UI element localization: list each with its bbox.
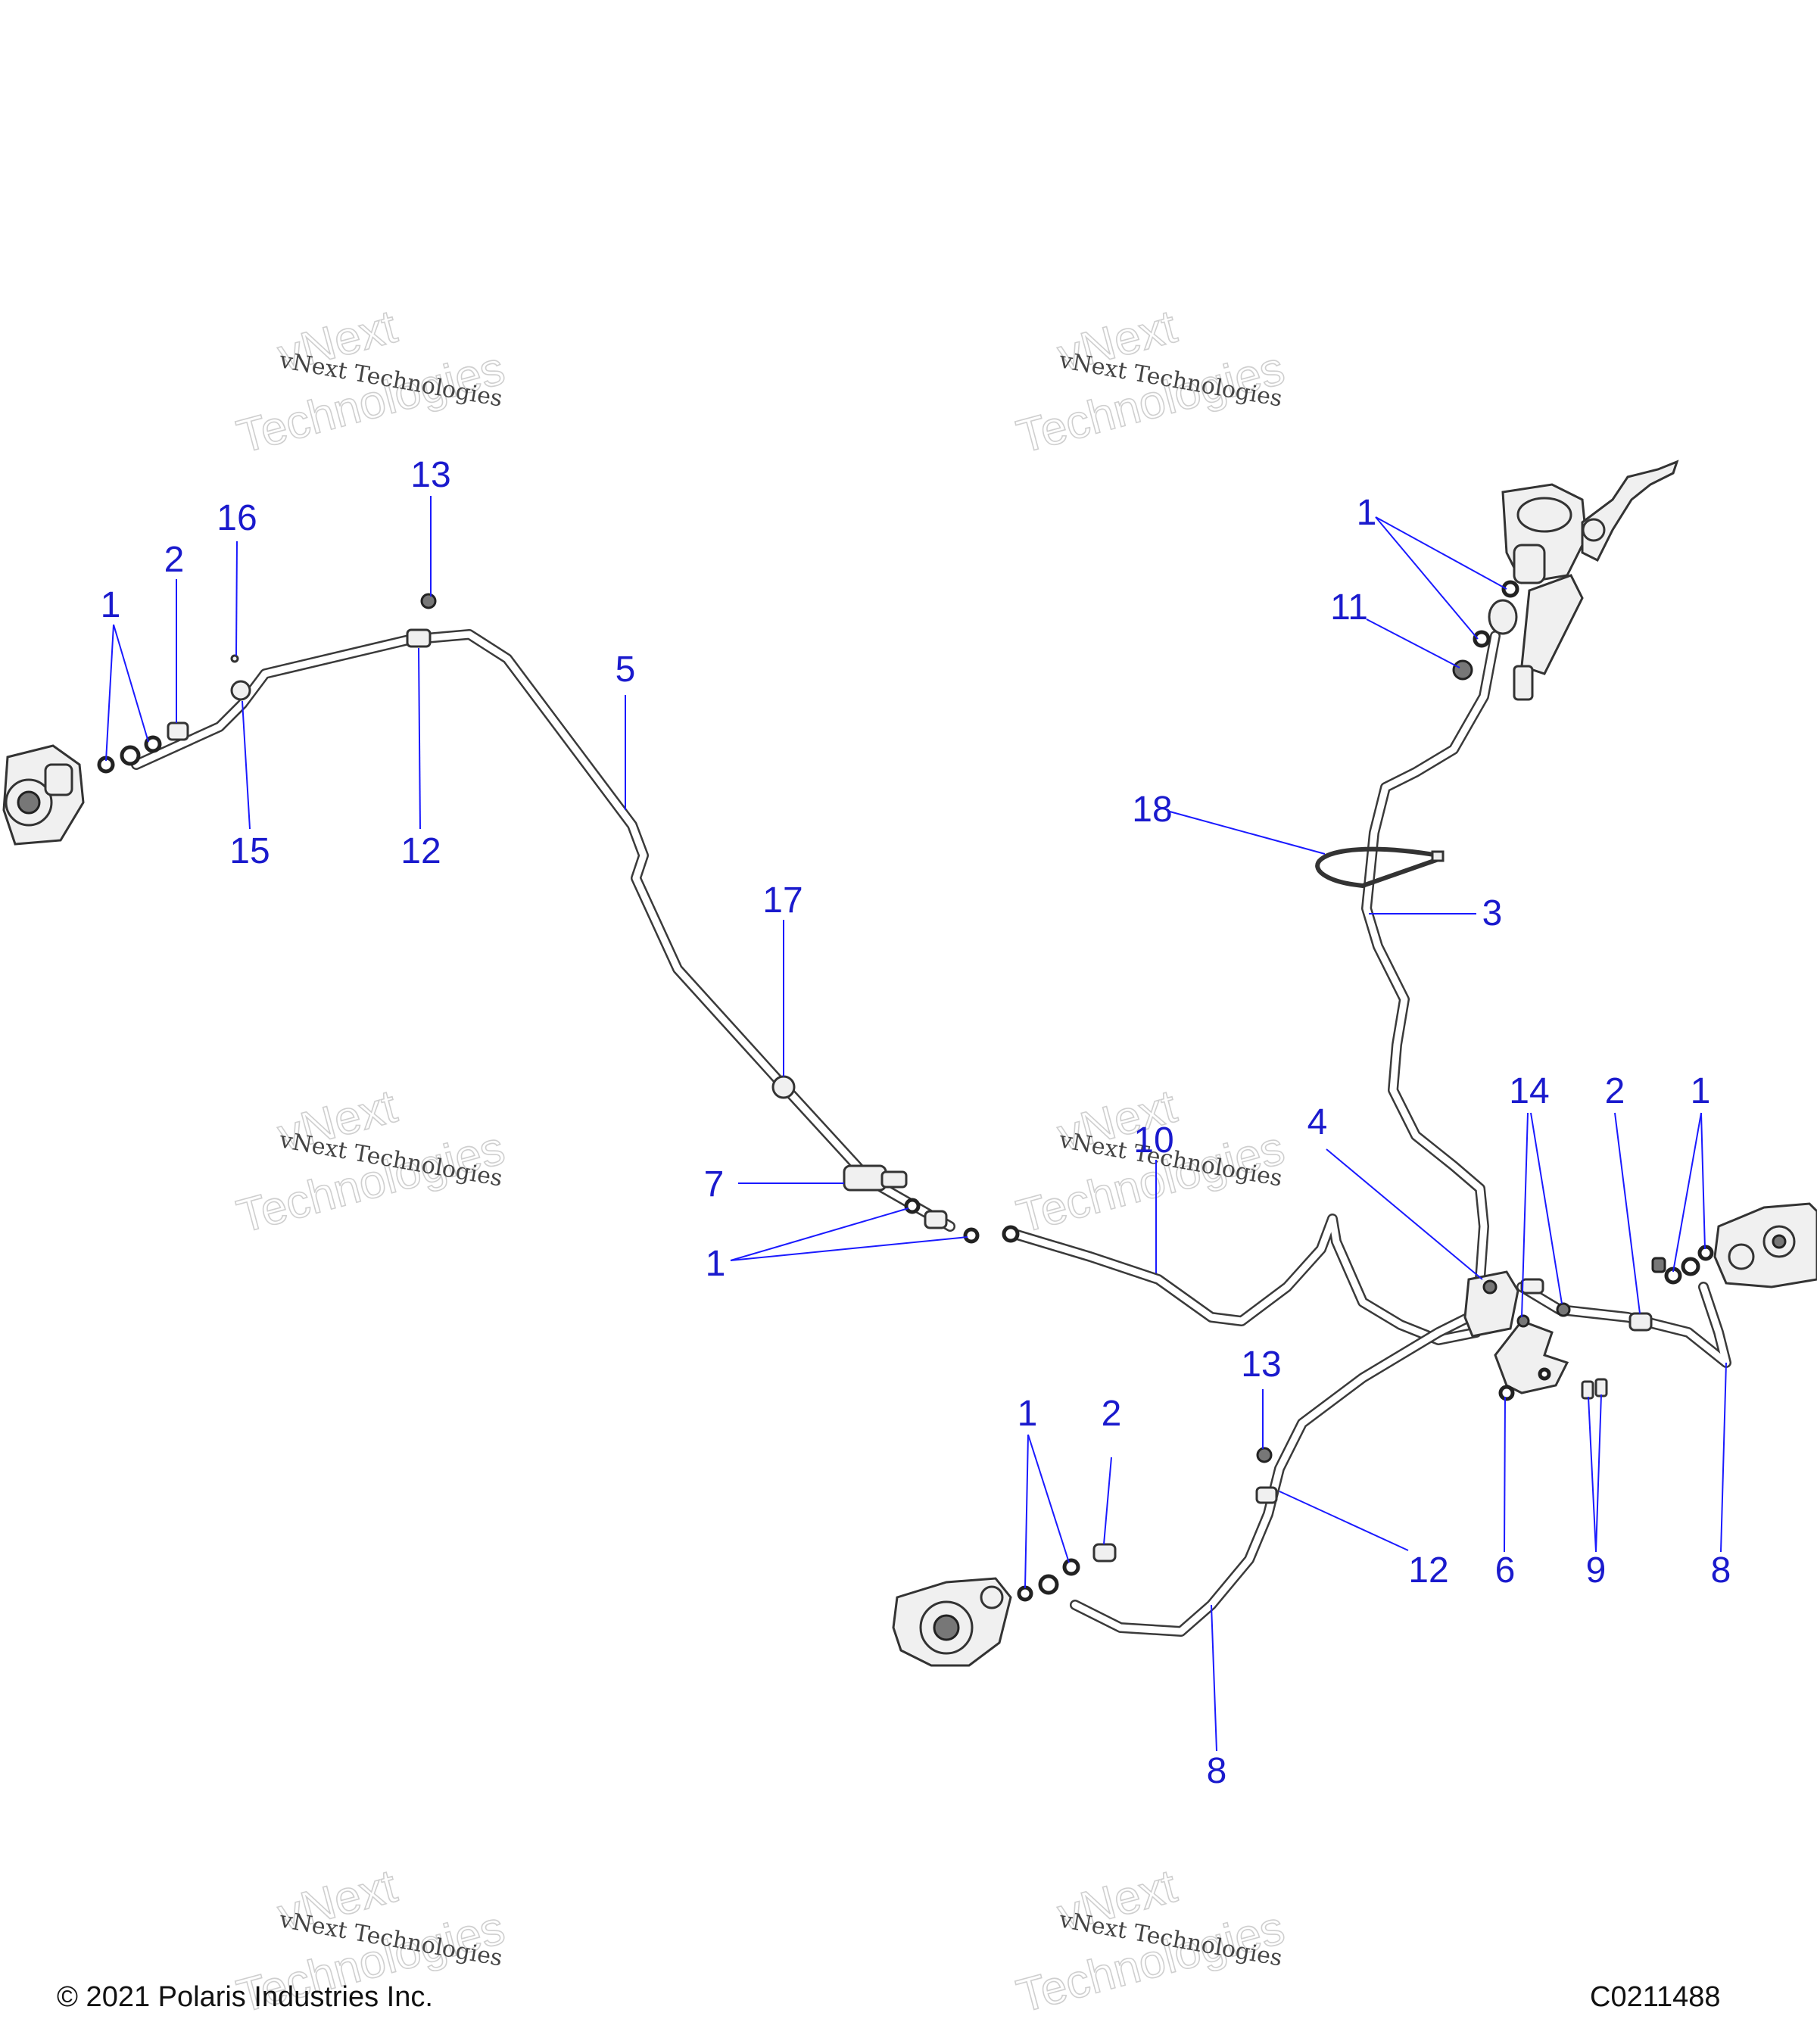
banjo-bolt-lower <box>1092 1543 1117 1563</box>
banjo-fitting <box>120 745 141 766</box>
bleeder <box>230 654 239 663</box>
bolt-14 <box>1556 1302 1571 1317</box>
callout-1: 1 <box>1357 493 1377 533</box>
callout-16: 16 <box>217 498 257 538</box>
bolt-14 <box>1516 1314 1530 1328</box>
banjo-fitting-top <box>1488 599 1518 635</box>
washer <box>1062 1558 1080 1576</box>
washer <box>1501 580 1519 598</box>
callout-4: 4 <box>1307 1102 1328 1142</box>
callout-10: 10 <box>1133 1120 1173 1161</box>
callout-8: 8 <box>1207 1751 1227 1791</box>
callout-6: 6 <box>1495 1550 1516 1591</box>
caliper-front-right <box>1713 1202 1817 1288</box>
washer <box>1697 1245 1714 1261</box>
banjo-bolt-right <box>1628 1312 1653 1332</box>
callout-8: 8 <box>1711 1550 1731 1591</box>
callout-1: 1 <box>101 585 121 625</box>
master-cylinder <box>1501 460 1679 701</box>
callout-7: 7 <box>704 1164 725 1204</box>
nut-13-left <box>420 593 437 609</box>
clip-17 <box>771 1075 796 1099</box>
brake-line-8-right-inner <box>1518 1283 1730 1366</box>
callout-11: 11 <box>1330 587 1368 628</box>
callout-9: 9 <box>1586 1550 1607 1591</box>
brake-line-5-inner <box>132 631 954 1230</box>
diagram-code: C0211488 <box>1590 1981 1721 2013</box>
components <box>2 460 1817 1667</box>
callout-13: 13 <box>410 455 450 495</box>
banjo-fitting <box>1681 1257 1700 1276</box>
washer <box>144 735 162 753</box>
nut-13-lower <box>1256 1447 1273 1463</box>
copyright-text: © 2021 Polaris Industries Inc. <box>57 1981 433 2013</box>
callout-13: 13 <box>1241 1344 1281 1385</box>
clip-12-lower <box>1255 1486 1278 1504</box>
banjo-bolt <box>167 721 189 741</box>
clip-12-left <box>406 628 432 648</box>
bolt-9 <box>1581 1380 1594 1400</box>
brake-line-8-left-inner <box>1071 1306 1488 1635</box>
callout-labels: 1 2 16 13 5 15 12 17 7 1 1 11 18 3 10 4 … <box>101 455 1731 1791</box>
callout-2: 2 <box>164 540 185 580</box>
bracket-6 <box>1494 1320 1569 1401</box>
callout-2: 2 <box>1102 1394 1122 1434</box>
fitting <box>1520 1278 1544 1295</box>
bolt-11 <box>1452 659 1473 681</box>
callout-17: 17 <box>762 880 803 921</box>
callout-14: 14 <box>1509 1071 1549 1111</box>
fitting <box>1002 1225 1020 1243</box>
callout-15: 15 <box>229 831 270 871</box>
caliper-rear <box>892 1577 1012 1667</box>
cable-tie-head <box>1431 850 1445 862</box>
bleeder-right <box>1651 1257 1666 1273</box>
leader-lines <box>105 496 1727 1752</box>
callout-12: 12 <box>1408 1550 1448 1591</box>
union-7 <box>843 1164 908 1192</box>
callout-3: 3 <box>1482 893 1503 933</box>
brake-line-3-inner <box>1363 632 1499 1283</box>
washer <box>1017 1585 1033 1602</box>
brake-line-8-right <box>1516 1282 1731 1368</box>
caliper-front-left <box>2 744 85 846</box>
brake-line-10-inner <box>1011 1215 1480 1344</box>
callout-12: 12 <box>400 831 441 871</box>
fitting <box>924 1210 948 1229</box>
callout-2: 2 <box>1605 1071 1625 1111</box>
callout-5: 5 <box>616 650 636 690</box>
junction-block-4 <box>1463 1270 1519 1338</box>
washer <box>904 1198 921 1214</box>
watermarks: vNext Technologies vNext Technologies vN… <box>231 300 1290 2024</box>
callout-1: 1 <box>706 1244 726 1284</box>
banjo-fitting <box>1038 1574 1059 1595</box>
callout-18: 18 <box>1132 790 1172 830</box>
cable-tie-18 <box>1315 846 1439 889</box>
washer <box>963 1227 980 1244</box>
clip-15 <box>230 680 251 701</box>
callout-1: 1 <box>1691 1071 1711 1111</box>
callout-1: 1 <box>1018 1394 1038 1434</box>
bolt-9 <box>1594 1378 1608 1397</box>
washer <box>1473 630 1491 648</box>
